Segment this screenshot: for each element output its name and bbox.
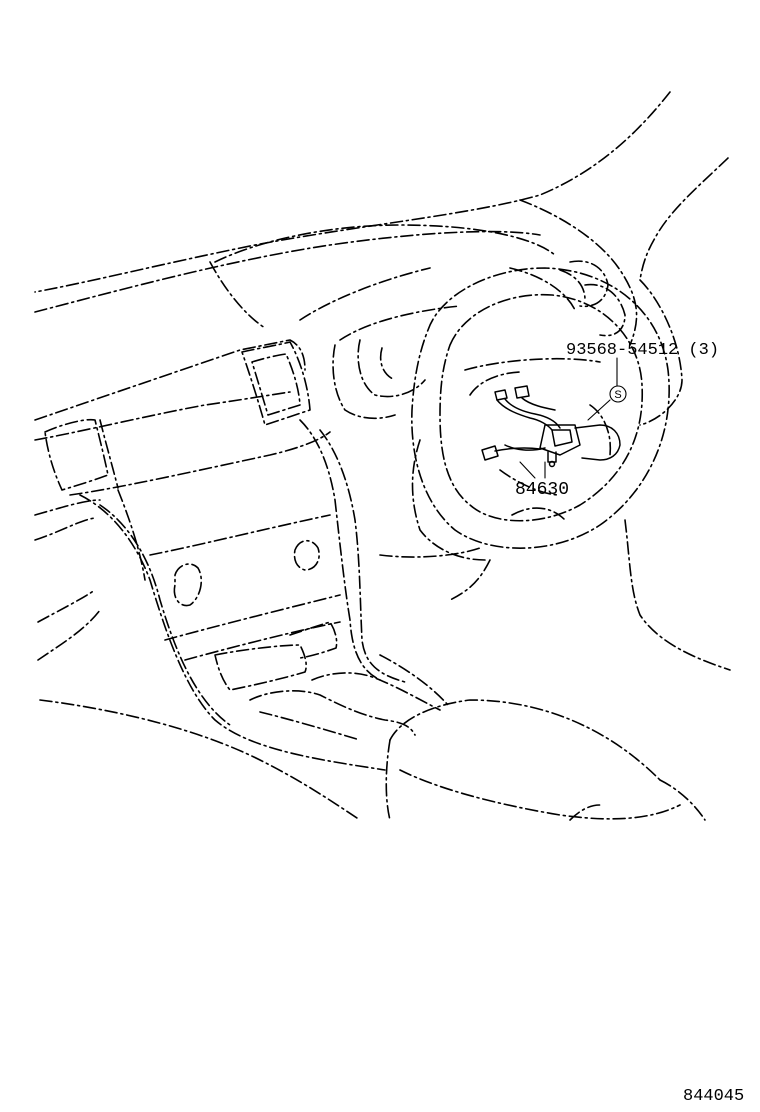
steering-wheel — [411, 267, 670, 561]
leader-lines — [519, 357, 618, 479]
center-console — [34, 391, 406, 771]
left-vent — [34, 339, 311, 491]
callout-screw-part-number: 93568-54512 (3) — [566, 341, 719, 360]
floor-outline — [37, 589, 361, 821]
spiral-cable-assembly — [481, 385, 621, 468]
steering-column — [379, 519, 731, 671]
callout-spiral-cable-part-number: 84630 — [515, 480, 569, 500]
dashboard-outline — [34, 199, 683, 426]
svg-text:S: S — [614, 389, 621, 401]
screw-symbol: S — [609, 385, 627, 403]
instrument-cluster — [332, 260, 626, 420]
armrest — [385, 699, 706, 821]
windshield-outline — [34, 91, 729, 293]
figure-number: 844045 — [683, 1087, 744, 1106]
shifter-area — [249, 654, 449, 741]
